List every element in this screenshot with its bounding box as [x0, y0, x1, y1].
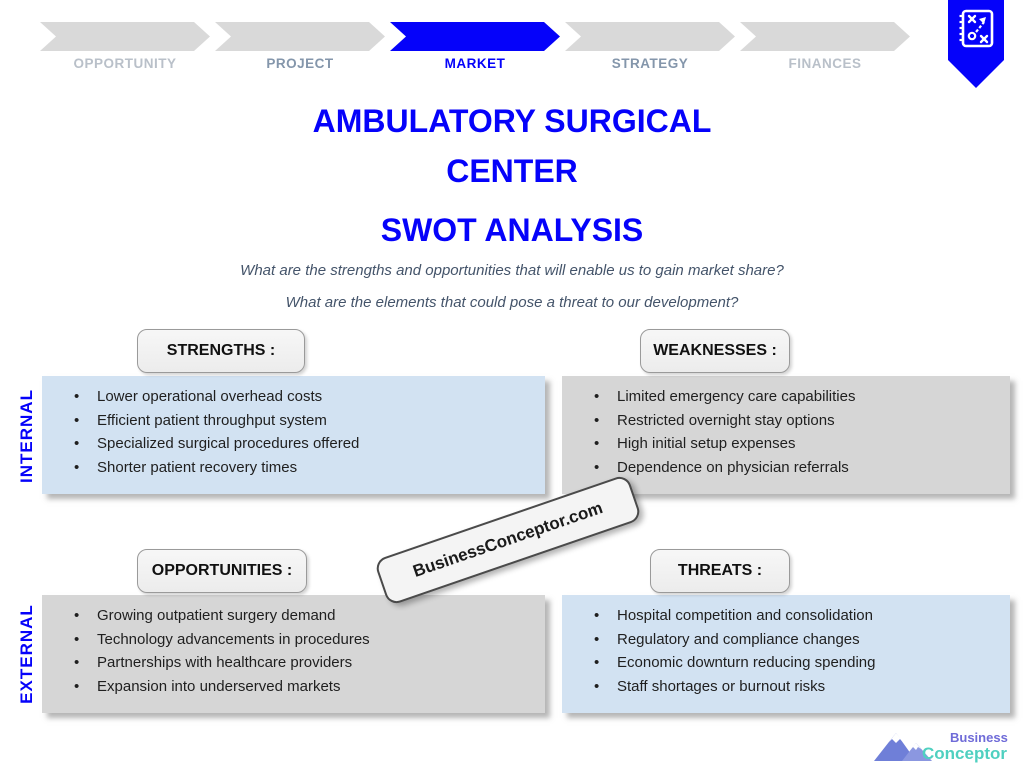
weaknesses-box: Limited emergency care capabilities Rest…: [562, 376, 1010, 494]
opportunities-label: OPPORTUNITIES :: [137, 549, 307, 593]
list-item: Specialized surgical procedures offered: [42, 432, 545, 456]
progress-bar: [40, 22, 910, 51]
list-item: Expansion into underserved markets: [42, 675, 545, 699]
progress-bar-labels: OPPORTUNITY PROJECT MARKET STRATEGY FINA…: [40, 56, 910, 71]
step-label-market: MARKET: [444, 56, 506, 71]
list-item: Dependence on physician referrals: [562, 456, 1010, 480]
list-item: Shorter patient recovery times: [42, 456, 545, 480]
step-label-project: PROJECT: [266, 56, 334, 71]
brand-logo: Business Conceptor: [872, 729, 1020, 763]
step-label-opportunity: OPPORTUNITY: [73, 56, 177, 71]
chevron-market-active: [390, 22, 560, 51]
external-row-label: EXTERNAL: [17, 604, 36, 704]
list-item: Efficient patient throughput system: [42, 409, 545, 433]
question-line-1: What are the strengths and opportunities…: [240, 262, 784, 279]
chevron-finances: [740, 22, 910, 51]
chevron-opportunity: [40, 22, 210, 51]
chevron-project: [215, 22, 385, 51]
list-item: Restricted overnight stay options: [562, 409, 1010, 433]
list-item: Economic downturn reducing spending: [562, 651, 1010, 675]
brand-name-business: Business: [950, 729, 1008, 745]
weaknesses-label: WEAKNESSES :: [640, 329, 790, 373]
list-item: Technology advancements in procedures: [42, 628, 545, 652]
mountains-icon: [874, 733, 932, 761]
threats-list: Hospital competition and consolidation R…: [562, 595, 1010, 698]
list-item: Regulatory and compliance changes: [562, 628, 1010, 652]
internal-row-label: INTERNAL: [17, 389, 36, 483]
chevron-strategy: [565, 22, 735, 51]
swot-title: SWOT ANALYSIS: [380, 212, 644, 248]
list-item: Hospital competition and consolidation: [562, 604, 1010, 628]
page-title: AMBULATORY SURGICAL CENTER: [312, 103, 712, 189]
opportunities-list: Growing outpatient surgery demand Techno…: [42, 595, 545, 698]
list-item: Limited emergency care capabilities: [562, 385, 1010, 409]
step-label-finances: FINANCES: [788, 56, 862, 71]
list-item: High initial setup expenses: [562, 432, 1010, 456]
bookmark-ribbon: [947, 0, 1005, 95]
list-item: Growing outpatient surgery demand: [42, 604, 545, 628]
list-item: Staff shortages or burnout risks: [562, 675, 1010, 699]
brand-name-conceptor: Conceptor: [922, 743, 1007, 763]
list-item: Partnerships with healthcare providers: [42, 651, 545, 675]
question-line-2: What are the elements that could pose a …: [285, 294, 739, 311]
weaknesses-list: Limited emergency care capabilities Rest…: [562, 376, 1010, 479]
opportunities-box: Growing outpatient surgery demand Techno…: [42, 595, 545, 713]
strengths-box: Lower operational overhead costs Efficie…: [42, 376, 545, 494]
list-item: Lower operational overhead costs: [42, 385, 545, 409]
strengths-list: Lower operational overhead costs Efficie…: [42, 376, 545, 479]
brand-text: Business Conceptor: [922, 731, 1008, 762]
strategy-playbook-icon: [948, 0, 1004, 88]
threats-box: Hospital competition and consolidation R…: [562, 595, 1010, 713]
strengths-label: STRENGTHS :: [137, 329, 305, 373]
step-label-strategy: STRATEGY: [611, 56, 689, 71]
threats-label: THREATS :: [650, 549, 790, 593]
